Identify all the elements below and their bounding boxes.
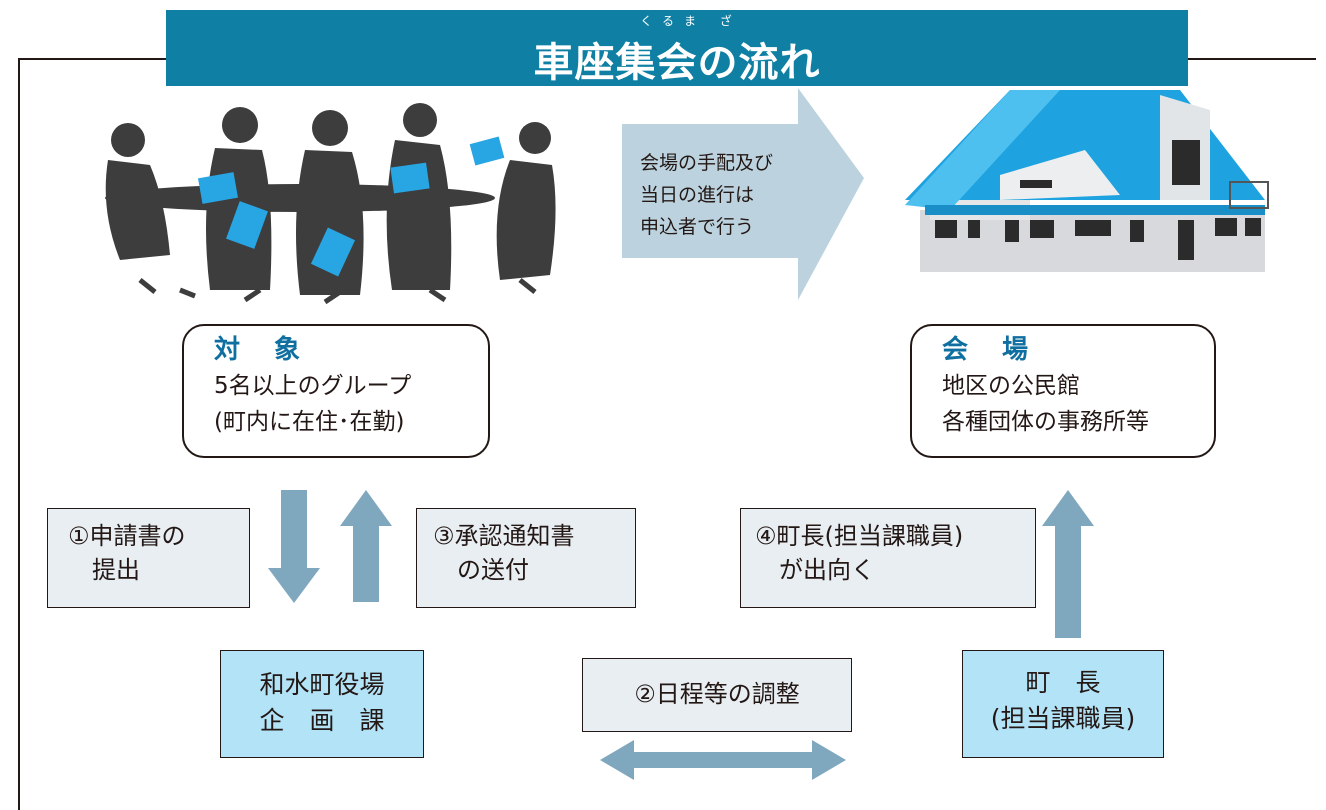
step3-line-1: ③承認通知書 — [433, 522, 575, 550]
step1-line-2: 提出 — [68, 556, 140, 584]
arrow-note: 会場の手配及び 当日の進行は 申込者で行う — [640, 147, 773, 243]
arrow-up-approval — [340, 490, 392, 602]
meeting-silhouette-illustration — [105, 103, 556, 305]
office-line-1: 和水町役場 — [259, 670, 385, 699]
page-title: 車座集会の流れ — [533, 40, 821, 86]
arrow-note-line-2: 当日の進行は — [640, 184, 755, 206]
step4-visit-box: ④町長(担当課職員) が出向く — [740, 508, 1036, 608]
venue-line-1: 地区の公民館 — [942, 373, 1080, 399]
target-line-2: (町内に在住･在勤) — [214, 409, 405, 435]
arrow-double-schedule — [600, 740, 846, 780]
town-office-box: 和水町役場 企 画 課 — [220, 650, 424, 758]
mayor-line-2: (担当課職員) — [990, 704, 1136, 733]
frame-left — [18, 58, 20, 810]
mayor-line-1: 町 長 — [1025, 668, 1101, 697]
venue-line-2: 各種団体の事務所等 — [942, 409, 1149, 435]
step4-line-1: ④町長(担当課職員) — [755, 522, 964, 550]
target-group-box: 対 象 5名以上のグループ (町内に在住･在勤) — [182, 324, 490, 458]
office-line-2: 企 画 課 — [259, 706, 385, 735]
venue-heading: 会 場 — [942, 335, 1033, 365]
title-ruby: くるま ざ — [640, 14, 742, 28]
step3-approval-box: ③承認通知書 の送付 — [416, 508, 636, 608]
frame-top-right — [1186, 58, 1316, 60]
step1-line-1: ①申請書の — [68, 522, 186, 550]
arrow-note-line-3: 申込者で行う — [640, 216, 755, 238]
big-right-arrow — [622, 88, 864, 300]
step4-line-2: が出向く — [755, 556, 875, 584]
target-line-1: 5名以上のグループ — [214, 373, 412, 399]
step2-label: ②日程等の調整 — [634, 680, 800, 708]
step1-application-box: ①申請書の 提出 — [47, 508, 250, 608]
target-heading: 対 象 — [214, 335, 305, 365]
title-banner: くるま ざ 車座集会の流れ — [166, 10, 1188, 86]
step2-schedule-box: ②日程等の調整 — [582, 658, 852, 732]
venue-box: 会 場 地区の公民館 各種団体の事務所等 — [910, 324, 1216, 458]
arrow-up-visit — [1042, 490, 1094, 638]
arrow-down-application — [268, 490, 320, 603]
arrow-note-line-1: 会場の手配及び — [640, 152, 774, 174]
mayor-box: 町 長 (担当課職員) — [962, 650, 1164, 758]
step3-line-2: の送付 — [433, 556, 529, 584]
frame-top-left — [18, 58, 168, 60]
community-hall-illustration — [905, 90, 1269, 272]
